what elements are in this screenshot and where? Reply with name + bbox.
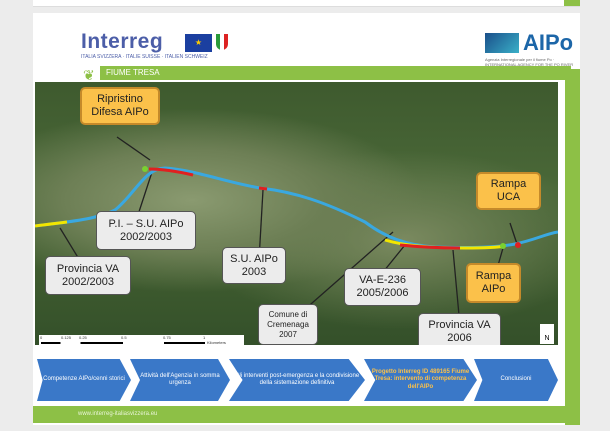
interreg-logo: Interreg <box>81 30 164 53</box>
scale-tick: 0 <box>40 335 43 340</box>
red-marker <box>515 242 521 248</box>
north-arrow-icon: N <box>540 324 554 344</box>
leader-line <box>509 222 518 245</box>
callout-provincia-va-2006: Provincia VA 2006 <box>418 313 501 345</box>
callout-pi-su-aipo: P.I. – S.U. AIPo 2002/2003 <box>96 211 196 250</box>
callout-rampa-aipo: Rampa AIPo <box>466 263 521 303</box>
eu-flag-icon: ★ <box>185 34 212 52</box>
red-segment <box>399 243 461 250</box>
footer-url: www.interreg-italiasvizzera.eu <box>33 406 580 423</box>
scale-tick: 0.5 <box>121 335 127 340</box>
callout-comune-cremenaga: Comune di Cremenaga 2007 <box>258 304 318 345</box>
slide: Interreg ITALIA SVIZZERA · ITALIE SUISSE… <box>33 13 580 425</box>
scale-tick: 0.125 <box>61 335 72 340</box>
red-segment <box>148 167 194 177</box>
aipo-logo-sub: Agenzia Interregionale per il fiume Po ·… <box>485 57 574 67</box>
right-accent-stripe <box>565 69 580 425</box>
nav-step-conclusioni[interactable]: Conclusioni <box>474 359 558 401</box>
scale-unit: Kilometers <box>207 340 226 345</box>
nav-step-progetto-interreg[interactable]: Progetto Interreg ID 489165 Fiume Tresa:… <box>364 359 477 401</box>
nav-step-interventi[interactable]: Gli interventi post-emergenza e la condi… <box>229 359 365 401</box>
aerial-map: Ripristino Difesa AIPo P.I. – S.U. AIPo … <box>35 82 558 345</box>
aipo-logo: AIPo <box>523 30 574 55</box>
scale-tick: 0.75 <box>163 335 171 340</box>
callout-va-e-236: VA-E-236 2005/2006 <box>344 268 421 306</box>
callout-rampa-uca: Rampa UCA <box>476 172 541 210</box>
yellow-segment <box>35 220 68 228</box>
interreg-logo-sub: ITALIA SVIZZERA · ITALIE SUISSE · ITALIE… <box>81 54 208 60</box>
red-segment <box>258 186 268 191</box>
green-marker <box>500 243 506 249</box>
callout-ripristino-difesa: Ripristino Difesa AIPo <box>80 87 160 125</box>
slide-title: FIUME TRESA <box>100 66 571 80</box>
scale-bar: 0 0.125 0.25 0.5 0.75 1 Kilometers <box>39 335 244 345</box>
callout-provincia-va-2002: Provincia VA 2002/2003 <box>45 256 131 295</box>
leader-line <box>116 136 151 161</box>
nav-step-attivita[interactable]: Attività dell'Agenzia in somma urgenza <box>130 359 230 401</box>
leaf-icon: ❦ <box>83 67 95 83</box>
green-marker <box>142 166 148 172</box>
nav-step-competenze[interactable]: Competenze AIPo/cenni storici <box>37 359 131 401</box>
previous-slide-edge <box>33 0 580 7</box>
scale-tick: 1 <box>203 335 206 340</box>
callout-su-aipo-2003: S.U. AIPo 2003 <box>222 247 286 284</box>
aipo-wave-icon <box>485 33 519 53</box>
italy-switzerland-shield-icon <box>216 34 228 50</box>
scale-tick: 0.25 <box>79 335 87 340</box>
